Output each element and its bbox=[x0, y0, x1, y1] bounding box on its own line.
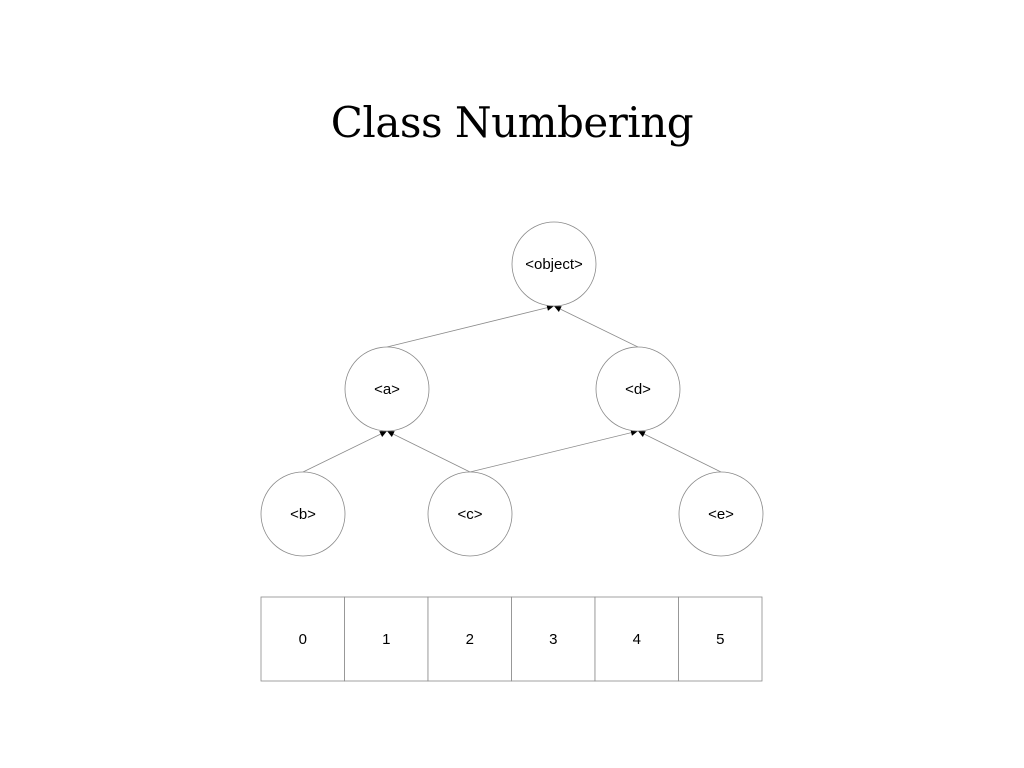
edge-line bbox=[469, 430, 639, 473]
edge-line bbox=[302, 430, 388, 473]
table-cell-box bbox=[344, 596, 429, 682]
node-circle bbox=[511, 221, 597, 307]
table-cell-box bbox=[427, 596, 512, 682]
table-cell: 0 bbox=[260, 596, 345, 682]
table-cell-box bbox=[678, 596, 763, 682]
table-cell-value: 1 bbox=[382, 631, 390, 648]
edge-b-to-a bbox=[302, 430, 388, 473]
node-a: <a> bbox=[344, 346, 430, 432]
table-cell-box bbox=[260, 596, 345, 682]
arrowhead-icon bbox=[554, 306, 562, 312]
numbering-table: 0 1 2 3 4 5 bbox=[260, 596, 763, 682]
table-cell: 2 bbox=[427, 596, 512, 682]
arrowhead-icon bbox=[379, 431, 387, 437]
edge-line bbox=[386, 305, 555, 348]
node-label: <e> bbox=[708, 506, 734, 523]
arrowhead-icon bbox=[638, 431, 646, 437]
edge-line bbox=[386, 430, 471, 473]
node-c: <c> bbox=[427, 471, 513, 557]
arrowhead-icon bbox=[387, 431, 395, 437]
node-label: <object> bbox=[525, 256, 583, 273]
node-label: <d> bbox=[625, 381, 651, 398]
node-circle bbox=[595, 346, 681, 432]
edge-c-to-d bbox=[469, 429, 639, 473]
table-cell-value: 3 bbox=[549, 631, 557, 648]
node-label: <b> bbox=[290, 506, 316, 523]
node-circle bbox=[427, 471, 513, 557]
table-cell: 1 bbox=[344, 596, 429, 682]
table-cell-value: 2 bbox=[466, 631, 474, 648]
node-b: <b> bbox=[260, 471, 346, 557]
edge-a-to-object bbox=[386, 304, 555, 348]
table-cell: 3 bbox=[511, 596, 596, 682]
node-circle bbox=[260, 471, 346, 557]
node-e: <e> bbox=[678, 471, 764, 557]
edge-e-to-d bbox=[637, 430, 722, 473]
edge-c-to-a bbox=[386, 430, 471, 473]
nodes-layer: <object> <a> <d> <b> <c> <e> bbox=[260, 221, 764, 557]
node-circle bbox=[678, 471, 764, 557]
table-cell-box bbox=[511, 596, 596, 682]
slide-title: Class Numbering bbox=[330, 98, 694, 147]
table-cell-box bbox=[594, 596, 679, 682]
edges-layer bbox=[302, 304, 722, 473]
edge-line bbox=[637, 430, 722, 473]
node-d: <d> bbox=[595, 346, 681, 432]
table-cell: 5 bbox=[678, 596, 763, 682]
node-object: <object> bbox=[511, 221, 597, 307]
table-cell-value: 0 bbox=[299, 631, 307, 648]
node-circle bbox=[344, 346, 430, 432]
table-cell: 4 bbox=[594, 596, 679, 682]
node-label: <a> bbox=[374, 381, 400, 398]
edge-d-to-object bbox=[553, 305, 639, 348]
table-cell-value: 5 bbox=[716, 631, 724, 648]
table-cell-value: 4 bbox=[633, 631, 641, 648]
edge-line bbox=[553, 305, 639, 348]
node-label: <c> bbox=[457, 506, 482, 523]
